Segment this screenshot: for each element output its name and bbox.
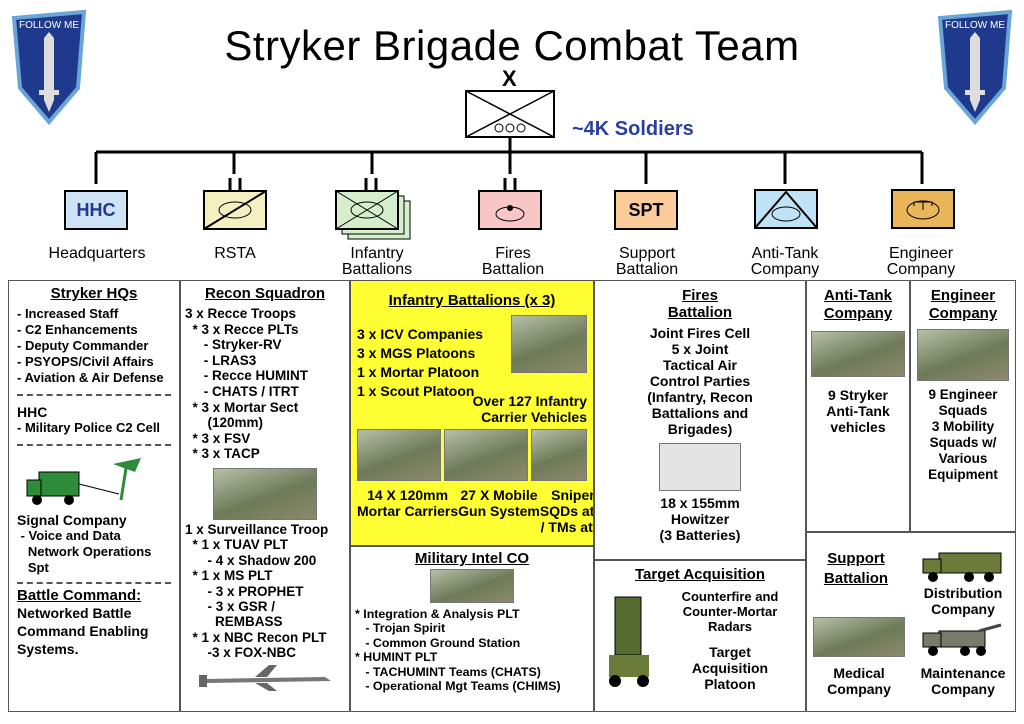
soldiers-count: ~4K Soldiers <box>572 118 694 140</box>
intel-text: * Integration & Analysis PLT - Trojan Sp… <box>355 607 561 694</box>
engineer-company-panel: Engineer Company 9 Engineer Squads 3 Mob… <box>910 280 1016 532</box>
stryker-rv-photo <box>213 467 317 520</box>
recon-troops-text: 3 x Recce Troops * 3 x Recce PLTs - Stry… <box>185 306 309 462</box>
intel-tent-photo <box>430 569 514 603</box>
distribution-company-text: Distribution Company <box>923 585 1003 617</box>
howitzer-text: 18 x 155mm Howitzer (3 Batteries) <box>659 495 741 543</box>
unit-label-rsta: RSTA <box>214 245 256 262</box>
mortar-carrier-photo <box>357 429 441 481</box>
unit-engineer-symbol <box>891 189 955 229</box>
hhc-item: - Military Police C2 Cell <box>17 420 161 435</box>
engineer-vehicle-photo <box>917 329 1009 381</box>
signal-company-heading: Signal Company <box>17 512 127 528</box>
unit-spt-symbol: SPT <box>614 190 678 230</box>
brigade-echelon: X <box>502 66 517 91</box>
unit-label-headquarters: Headquarters <box>48 245 146 262</box>
howitzer-photo <box>659 443 741 491</box>
uav-icon <box>199 664 331 691</box>
infantry-item: 1 x Scout Platoon <box>357 383 475 399</box>
org-connectors <box>94 138 924 184</box>
sniper-photo <box>531 429 587 481</box>
infantry-item: 1 x Mortar Platoon <box>357 364 480 380</box>
unit-label-engineer: Engineer Company <box>886 245 956 278</box>
unit-label-antitank: Anti-Tank Company <box>750 245 820 278</box>
military-intel-panel: Military Intel CO * Integration & Analys… <box>350 546 594 712</box>
mgs-photo <box>444 429 528 481</box>
recon-squadron-panel: Recon Squadron 3 x Recce Troops * 3 x Re… <box>180 280 350 712</box>
snipers-text: Snipers: SQDs at BN / TMs at CO <box>539 487 594 535</box>
shield-icon: FOLLOW ME <box>937 9 1013 126</box>
follow-me-badge-left: FOLLOW ME <box>8 8 90 126</box>
follow-me-badge-right: FOLLOW ME <box>934 8 1016 126</box>
support-battalion-panel: Support Battalion Distribution Company M… <box>806 532 1016 712</box>
hqs-item: - PSYOPS/Civil Affairs <box>17 354 154 369</box>
mortar-carriers-text: 14 X 120mm Mortar Carriers <box>357 487 459 519</box>
unit-infantry-symbol <box>335 178 411 240</box>
engineer-heading: Engineer Company <box>928 287 998 322</box>
maintenance-company-text: Maintenance Company <box>920 665 1006 697</box>
medical-company-text: Medical Company <box>827 665 891 697</box>
page-title: Stryker Brigade Combat Team <box>224 22 800 69</box>
fires-battalion-panel: Fires Battalion Joint Fires Cell 5 x Joi… <box>594 280 806 560</box>
surveillance-troop-text: 1 x Surveillance Troop * 1 x TUAV PLT - … <box>185 521 329 661</box>
fires-battalion-heading: Fires Battalion <box>667 287 733 321</box>
stryker-hqs-panel: Stryker HQs - Increased Staff - C2 Enhan… <box>8 280 180 712</box>
target-acquisition-heading: Target Acquisition <box>634 566 765 583</box>
infantry-battalions-panel: Infantry Battalions (x 3) 3 x ICV Compan… <box>350 280 594 546</box>
hhc-heading: HHC <box>17 404 48 420</box>
medical-vehicle-photo <box>813 617 905 657</box>
unit-label-fires: Fires Battalion <box>481 245 545 278</box>
infantry-item: 3 x ICV Companies <box>357 326 484 342</box>
unit-rsta-symbol <box>203 178 267 230</box>
svg-text:FOLLOW ME: FOLLOW ME <box>945 20 1005 31</box>
support-heading: Support Battalion <box>823 550 889 587</box>
antitank-text: 9 Stryker Anti-Tank vehicles <box>826 387 890 435</box>
unit-label-support: Support Battalion <box>615 245 679 278</box>
radars-text: Counterfire and Counter-Mortar Radars <box>681 589 779 634</box>
unit-hhc-symbol: HHC <box>64 190 128 230</box>
signal-items: - Voice and Data Network Operations Spt <box>20 528 152 575</box>
hqs-item: - Deputy Commander <box>17 338 149 353</box>
infantry-item: 3 x MGS Platoons <box>357 345 476 361</box>
antitank-heading: Anti-Tank Company <box>823 287 893 322</box>
hqs-item: - Increased Staff <box>17 306 119 321</box>
recon-squadron-heading: Recon Squadron <box>204 285 325 302</box>
hqs-item: - C2 Enhancements <box>17 322 138 337</box>
battle-command-heading: Battle Command: <box>17 587 142 604</box>
stryker-hqs-heading: Stryker HQs <box>50 285 138 302</box>
radar-icon <box>609 596 649 687</box>
engineer-text: 9 Engineer Squads 3 Mobility Squads w/ V… <box>928 387 998 482</box>
unit-antitank-symbol <box>754 189 818 229</box>
military-intel-heading: Military Intel CO <box>414 550 530 567</box>
mobile-gun-text: 27 X Mobile Gun System <box>458 487 540 519</box>
carrier-vehicles-text: Over 127 Infantry Carrier Vehicles <box>472 393 587 425</box>
target-platoon-text: Target Acquisition Platoon <box>691 644 769 692</box>
maintenance-truck-icon <box>922 623 1002 656</box>
unit-label-infantry: Infantry Battalions <box>341 245 413 278</box>
infantry-battalions-heading: Infantry Battalions (x 3) <box>388 292 556 309</box>
unit-fires-symbol <box>478 178 542 230</box>
distribution-truck-icon <box>922 552 1002 582</box>
antitank-vehicle-photo <box>811 331 905 377</box>
battle-command-text: Networked Battle Command Enabling System… <box>17 605 149 657</box>
hqs-item: - Aviation & Air Defense <box>17 370 164 385</box>
icv-photo <box>511 315 587 373</box>
brigade-symbol-icon <box>465 90 555 138</box>
svg-text:FOLLOW ME: FOLLOW ME <box>19 20 79 31</box>
signal-truck-icon <box>26 458 141 505</box>
antitank-company-panel: Anti-Tank Company 9 Stryker Anti-Tank ve… <box>806 280 910 532</box>
target-acquisition-panel: Target Acquisition Counterfire and Count… <box>594 560 806 712</box>
shield-icon: FOLLOW ME <box>11 9 87 126</box>
fires-text: Joint Fires Cell 5 x Joint Tactical Air … <box>647 325 753 437</box>
